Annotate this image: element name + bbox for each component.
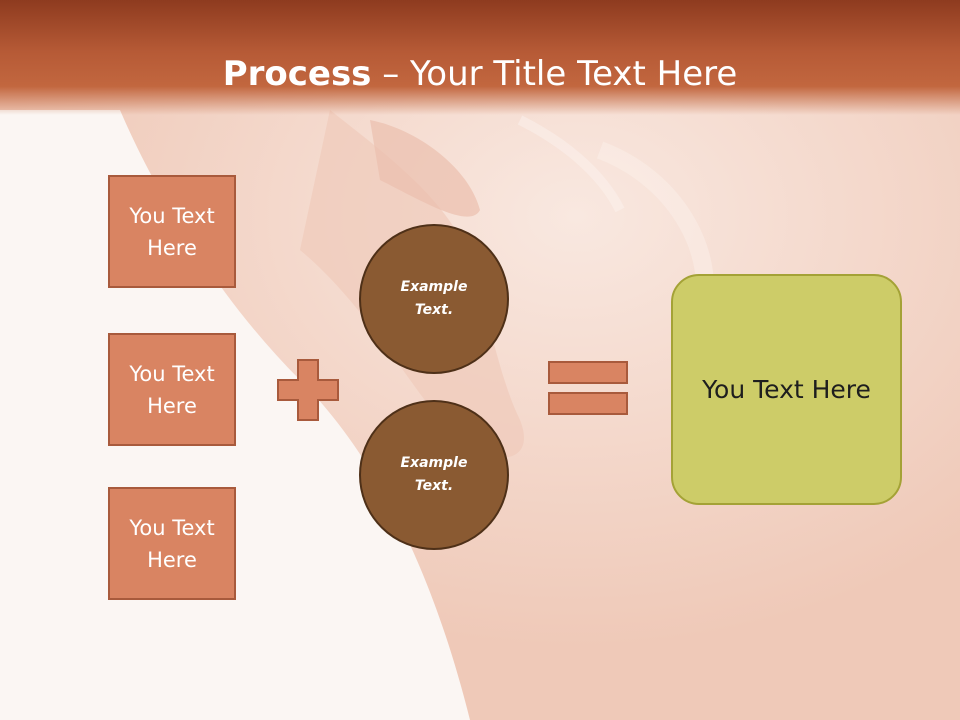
title-bold: Process: [222, 54, 372, 94]
text-box-2[interactable]: You Text Here: [108, 333, 236, 446]
text-box-2-label: You Text Here: [129, 361, 215, 418]
equals-icon: [548, 361, 628, 415]
result-box[interactable]: You Text Here: [671, 274, 902, 505]
text-box-3-label: You Text Here: [129, 515, 215, 572]
example-circle-2[interactable]: Example Text.: [359, 400, 509, 550]
example-circle-1-label: Example Text.: [400, 279, 468, 318]
title-bar: [0, 0, 960, 115]
text-box-1[interactable]: You Text Here: [108, 175, 236, 288]
plus-icon: [277, 359, 339, 421]
example-circle-2-label: Example Text.: [400, 455, 468, 494]
slide-title[interactable]: Process – Your Title Text Here: [0, 52, 960, 96]
title-rest: – Your Title Text Here: [371, 54, 738, 94]
example-circle-1[interactable]: Example Text.: [359, 224, 509, 374]
result-box-label: You Text Here: [702, 374, 871, 404]
text-box-1-label: You Text Here: [129, 203, 215, 260]
text-box-3[interactable]: You Text Here: [108, 487, 236, 600]
